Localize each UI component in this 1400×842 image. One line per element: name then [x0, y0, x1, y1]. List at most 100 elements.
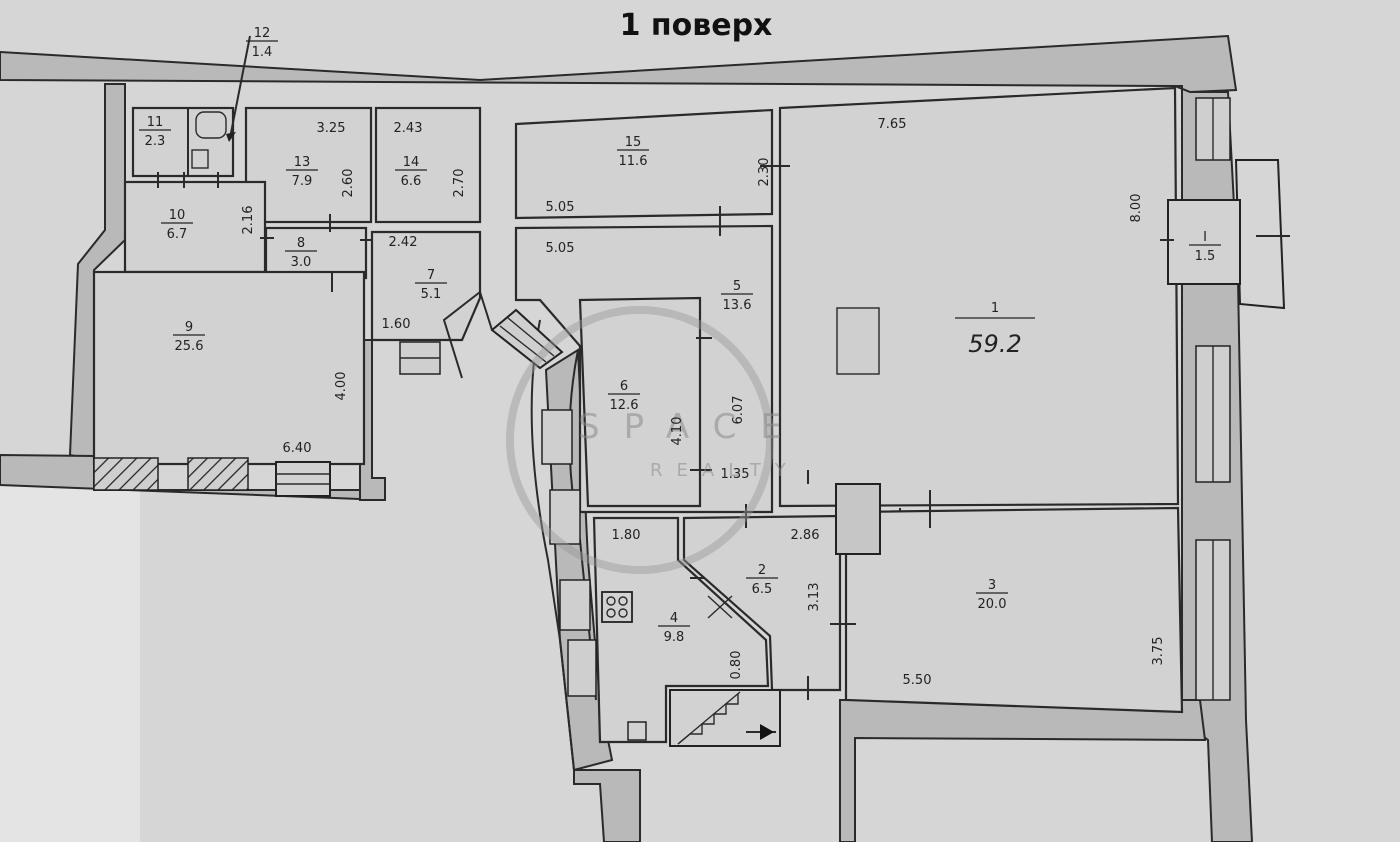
dimension-label: 6.40 [283, 441, 312, 456]
room-9-area: 25.6 [175, 339, 204, 354]
dimension-label: 1.80 [612, 528, 641, 543]
outline-room-10 [123, 180, 267, 274]
room-8-label: 83.0 [285, 236, 317, 270]
door-markers [157, 165, 1290, 700]
column-room-1 [836, 307, 880, 375]
outline-room-6 [578, 296, 702, 508]
room-3-area: 20.0 [978, 597, 1007, 612]
dimension-labels: 3.25 2.43 2.60 2.70 2.16 2.42 1.60 4.00 6.40 5.05… [241, 117, 1166, 688]
room-10-area: 6.7 [167, 227, 188, 242]
dimension-label: 4.10 [670, 417, 685, 446]
dimension-label: 4.00 [334, 372, 349, 401]
watermark: SPACE REALTY [506, 306, 806, 574]
stove-icon [601, 591, 633, 623]
outline-room-8 [264, 226, 368, 280]
room-10-label: 106.7 [161, 208, 193, 242]
room-4-number: 4 [670, 611, 678, 626]
dimension-label: 2.16 [241, 206, 256, 235]
room-4-label: 49.8 [658, 611, 690, 645]
dimension-label: 2.42 [389, 235, 418, 250]
watermark-space: SPACE [578, 407, 806, 447]
room-I-box [1167, 159, 1286, 310]
room-15-label: 15 11.6 [617, 135, 649, 169]
dimension-label: 2.86 [791, 528, 820, 543]
room-6-label: 612.6 [608, 379, 640, 413]
vent-cross-2 [707, 595, 733, 619]
room-I-number: I [1203, 230, 1207, 245]
dimension-label: 5.50 [903, 673, 932, 688]
dimension-label: 0.80 [729, 651, 744, 680]
outline-room-4 [592, 516, 770, 744]
room-9-number: 9 [185, 320, 193, 335]
room-10-number: 10 [169, 208, 186, 223]
page-title: 1 поверх [619, 8, 773, 43]
room-5-area: 13.6 [723, 298, 752, 313]
room-11-label: 112.3 [139, 115, 171, 149]
pillar [835, 483, 881, 555]
room-14-area: 6.6 [401, 174, 422, 189]
room-6-area: 12.6 [610, 398, 639, 413]
outline-room-14 [374, 106, 482, 224]
room-15-number: 15 [625, 135, 642, 150]
room-2-label: 26.5 [746, 563, 778, 597]
dimension-label: 2.43 [394, 121, 423, 136]
room-14-label: 146.6 [395, 155, 427, 189]
outline-room-11 [131, 106, 235, 178]
room-2-number: 2 [758, 563, 766, 578]
room-1-number: 1 [991, 301, 999, 316]
dimension-label: 2.60 [341, 169, 356, 198]
dimension-label: 2.30 [757, 158, 772, 187]
dimension-label: 3.75 [1151, 637, 1166, 666]
room-12-number: 12 [254, 26, 271, 41]
dimension-label: 5.05 [546, 200, 575, 215]
room-6-number: 6 [620, 379, 628, 394]
room-13-area: 7.9 [292, 174, 313, 189]
room-8-number: 8 [297, 236, 305, 251]
watermark-realty: REALTY [650, 460, 800, 481]
room-4-area: 9.8 [664, 630, 685, 645]
dimension-label: 5.05 [546, 241, 575, 256]
outline-room-1 [778, 86, 1180, 508]
dimension-label: 2.70 [452, 169, 467, 198]
outline-room-9 [92, 270, 366, 466]
dimension-label: 1.60 [382, 317, 411, 332]
room-11-number: 11 [147, 115, 164, 130]
room-12-label: 121.4 [246, 26, 278, 60]
room-3-number: 3 [988, 578, 996, 593]
room-13-label: 137.9 [286, 155, 318, 189]
outline-room-13 [244, 106, 373, 224]
staircase [627, 689, 781, 747]
dimension-label: 6.07 [731, 396, 746, 425]
room-7-area: 5.1 [421, 287, 442, 302]
room-14-number: 14 [403, 155, 420, 170]
paper-light-area [0, 480, 140, 842]
room-5-label: 513.6 [721, 279, 753, 313]
room-I-area: 1.5 [1195, 249, 1216, 264]
dimension-label: 7.65 [878, 117, 907, 132]
room-11-area: 2.3 [145, 134, 166, 149]
toilet-room-12 [187, 35, 251, 176]
room-outlines [92, 86, 1184, 744]
room-5-number: 5 [733, 279, 741, 294]
dimension-label: 8.00 [1129, 194, 1144, 223]
room-2-area: 6.5 [752, 582, 773, 597]
outline-room-3 [844, 506, 1184, 714]
room-I-label: I 1.5 [1189, 230, 1221, 264]
room-1-area: 59.2 [968, 330, 1021, 358]
room-3-label: 320.0 [976, 578, 1008, 612]
dimension-label: 3.13 [807, 583, 822, 612]
room-13-number: 13 [294, 155, 311, 170]
room-12-area: 1.4 [252, 45, 273, 60]
room-7-label: 75.1 [415, 268, 447, 302]
room-15-area: 11.6 [619, 154, 648, 169]
room-9-label: 925.6 [173, 320, 205, 354]
hatched-window-blocks [93, 457, 331, 497]
dimension-label: 3.25 [317, 121, 346, 136]
room-7-number: 7 [427, 268, 435, 283]
curved-corridor [399, 290, 597, 771]
room-8-area: 3.0 [291, 255, 312, 270]
right-wall-windows [1195, 97, 1231, 701]
dimension-label: 1.35 [721, 467, 750, 482]
